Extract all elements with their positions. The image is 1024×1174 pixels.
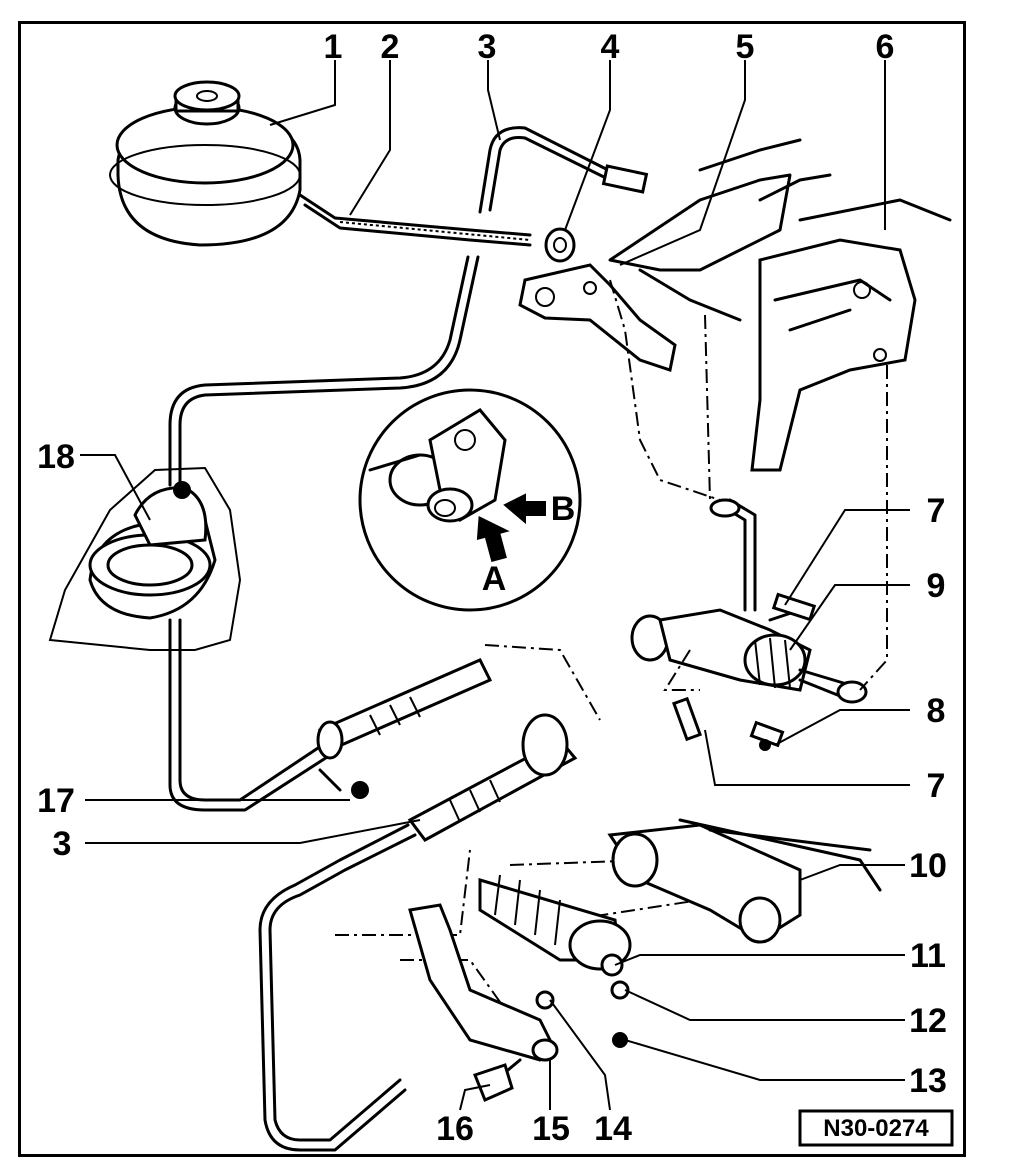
callout-17: 17 bbox=[37, 782, 75, 820]
leader-lines bbox=[80, 60, 910, 1111]
pressure-pipe-upper bbox=[478, 126, 649, 214]
fluid-reservoir bbox=[109, 80, 302, 247]
detail-label-b: B bbox=[551, 490, 576, 528]
callout-12: 12 bbox=[909, 1002, 947, 1040]
callout-18: 18 bbox=[37, 438, 75, 476]
master-cylinder-seal bbox=[48, 466, 242, 651]
callout-13: 13 bbox=[909, 1062, 947, 1100]
callout-7-lower: 7 bbox=[927, 767, 946, 805]
pedal-bracket bbox=[518, 138, 802, 372]
master-cylinder-lower bbox=[408, 818, 882, 1103]
callout-15: 15 bbox=[532, 1110, 570, 1148]
callout-11: 11 bbox=[910, 937, 946, 975]
detail-inset bbox=[358, 388, 582, 612]
reference-code-box: N30-0274 bbox=[798, 1109, 954, 1147]
supply-hose bbox=[298, 193, 532, 247]
callout-2: 2 bbox=[381, 28, 400, 66]
washer bbox=[544, 227, 576, 263]
reference-code: N30-0274 bbox=[823, 1115, 929, 1142]
callout-5: 5 bbox=[736, 28, 755, 66]
callout-10: 10 bbox=[909, 847, 947, 885]
callout-9: 9 bbox=[927, 567, 946, 605]
callout-3-top: 3 bbox=[478, 28, 497, 66]
callout-numbers: 1 2 3 4 5 6 18 7 9 8 7 17 3 10 11 12 13 … bbox=[37, 28, 947, 1148]
fluid-line bbox=[168, 255, 480, 487]
detail-label-a: A bbox=[482, 560, 507, 598]
callout-16: 16 bbox=[436, 1110, 474, 1148]
callout-1: 1 bbox=[324, 28, 343, 66]
callout-4: 4 bbox=[601, 28, 620, 66]
pedal-mount bbox=[750, 173, 952, 472]
callout-6: 6 bbox=[876, 28, 895, 66]
callout-14: 14 bbox=[594, 1110, 632, 1148]
callout-3-left: 3 bbox=[53, 825, 72, 863]
pressure-pipe-lower bbox=[168, 618, 578, 1152]
callout-7-upper: 7 bbox=[927, 492, 946, 530]
slave-cylinder-assembly bbox=[630, 498, 868, 751]
callout-8: 8 bbox=[927, 692, 946, 730]
